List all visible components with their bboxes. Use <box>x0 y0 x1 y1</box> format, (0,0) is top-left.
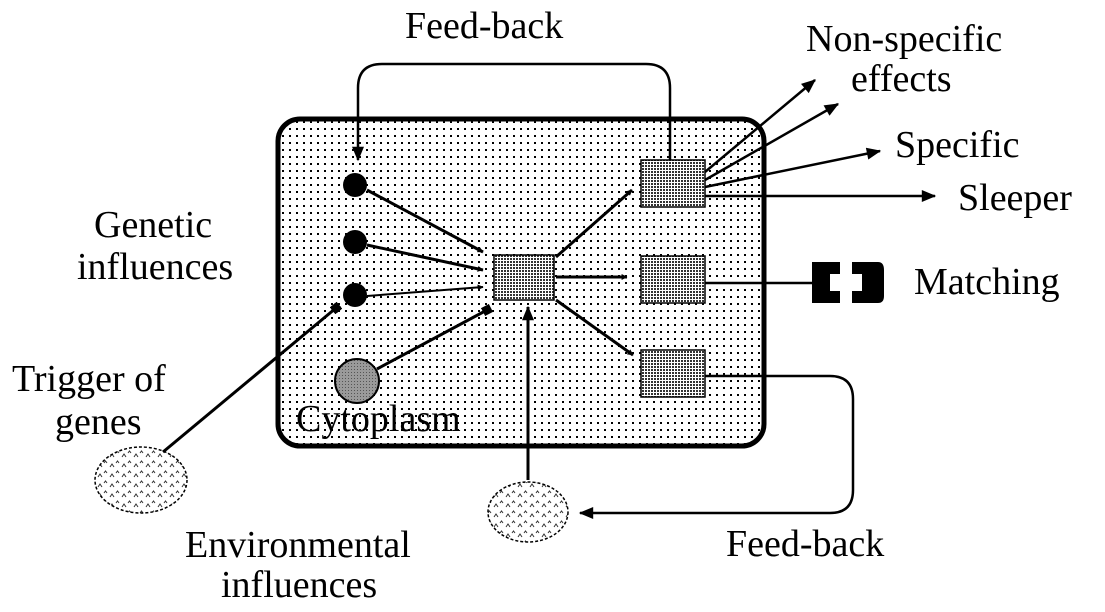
label-genetic-2: influences <box>77 246 233 288</box>
central-box <box>493 254 555 301</box>
feedback-top-arrow <box>352 62 672 162</box>
feedback-bottom-arrow <box>578 374 855 519</box>
label-matching: Matching <box>914 261 1060 303</box>
gene-dot-3 <box>343 283 367 307</box>
label-genetic-1: Genetic <box>94 204 212 246</box>
center-to-top-box-arrow <box>555 188 633 259</box>
label-sleeper: Sleeper <box>958 177 1072 219</box>
gene3-to-center-arrow <box>366 284 484 297</box>
trigger-ellipse <box>94 446 188 514</box>
cytoplasm-circle <box>334 358 380 404</box>
effect-box-top <box>640 159 706 208</box>
label-feedback-bottom: Feed-back <box>726 523 884 565</box>
effect-box-middle <box>640 255 706 304</box>
center-to-bottom-box-arrow <box>555 298 634 357</box>
specific-arrow <box>704 147 882 189</box>
nonspecific-arrow-1 <box>704 79 816 173</box>
effect-box-bottom <box>640 349 706 398</box>
matching-connector-right <box>852 262 884 303</box>
trigger-to-gene-arrow <box>162 301 343 454</box>
label-environmental-2: influences <box>221 564 377 606</box>
cytoplasm-to-center-arrow <box>376 303 494 371</box>
gene-dot-1 <box>343 173 367 197</box>
label-trigger-1: Trigger of <box>12 358 166 400</box>
label-nonspecific-2: effects <box>851 58 952 100</box>
label-specific: Specific <box>895 124 1020 166</box>
label-nonspecific-1: Non-specific <box>806 18 1002 60</box>
gene-dot-2 <box>343 230 367 254</box>
environment-ellipse <box>487 481 569 543</box>
matching-connector-left <box>812 262 840 303</box>
gene2-to-center-arrow <box>366 243 484 272</box>
nonspecific-arrow-2 <box>704 102 840 182</box>
label-cytoplasm: Cytoplasm <box>296 398 461 440</box>
label-feedback-top: Feed-back <box>405 5 563 47</box>
label-trigger-2: genes <box>55 401 142 443</box>
label-environmental-1: Environmental <box>185 524 411 566</box>
gene1-to-center-arrow <box>366 188 484 254</box>
